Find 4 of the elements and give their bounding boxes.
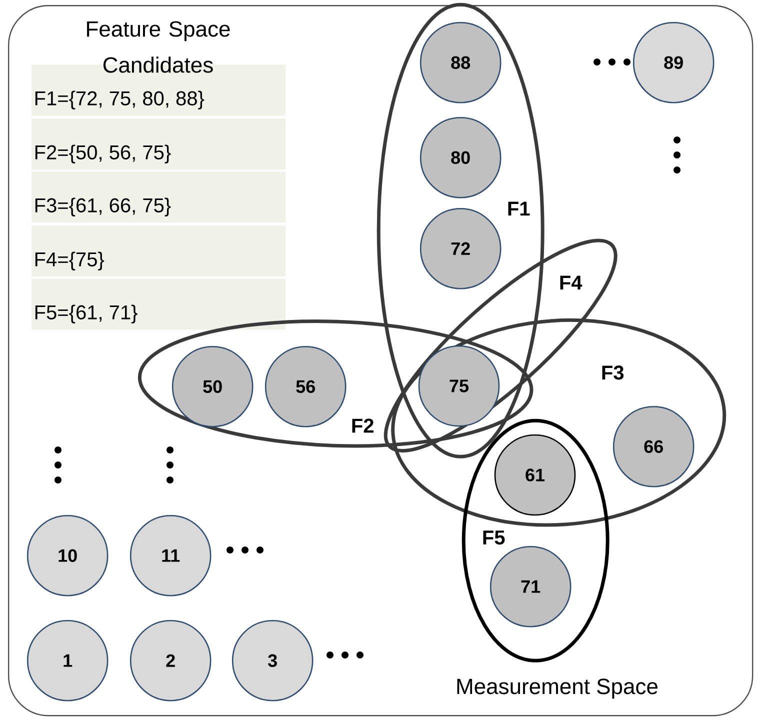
table-row: F4={75} — [30, 224, 287, 278]
table-row: F3={61, 66, 75} — [30, 170, 287, 224]
table-row: F5={61, 71} — [30, 278, 287, 331]
table-row: F2={50, 56, 75} — [30, 118, 287, 171]
